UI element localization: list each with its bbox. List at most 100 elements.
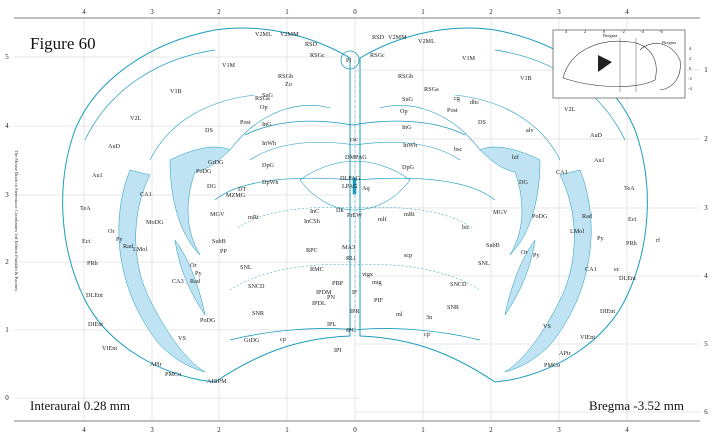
structure-label-right: LMol: [570, 228, 584, 235]
structure-label-center: 3n: [426, 314, 432, 321]
structure-label-right: bsc: [454, 146, 463, 153]
structure-label-center: mRt: [404, 211, 415, 218]
structure-label-left: Rad: [190, 278, 201, 285]
structure-label-center: PN: [327, 294, 335, 301]
inset-bregma-top: Bregma: [603, 33, 617, 38]
inset-top-tick: -6: [659, 29, 663, 34]
structure-label-left: Or: [108, 228, 115, 235]
structure-label-center: csc: [350, 136, 358, 143]
structure-label-left: V1M: [222, 62, 236, 69]
structure-label-center: cp: [280, 336, 286, 343]
inset-top-tick: 2: [584, 29, 586, 34]
structure-label-right: RSGc: [370, 52, 385, 59]
structure-label-left: DS: [205, 127, 213, 134]
structure-label-right: SuG: [402, 96, 414, 103]
structure-label-center: LPAG: [342, 183, 358, 190]
structure-label-right: ec: [614, 266, 620, 273]
structure-label-left: VS: [178, 335, 186, 342]
bottom-tick-label: 3: [557, 426, 561, 434]
figure-title: Figure 60: [30, 34, 96, 53]
structure-label-right: Py: [597, 235, 604, 242]
structure-label-center: ml: [396, 311, 403, 318]
structure-label-right: V2MM: [388, 34, 407, 41]
structure-label-left: SNR: [252, 310, 265, 317]
structure-label-left: Py: [116, 236, 123, 243]
structure-label-left: GrDG: [208, 159, 224, 166]
structure-label-right: AuD: [590, 132, 603, 139]
structure-label-left: MZMG: [226, 192, 246, 199]
axis-frame: [14, 17, 700, 422]
structure-label-right: InG: [402, 124, 412, 131]
left-tick-label: 0: [5, 394, 9, 402]
structure-label-left: SubB: [212, 238, 226, 245]
structure-label-right: bic: [462, 224, 470, 231]
structure-label-right: DS: [478, 119, 486, 126]
structure-label-center: IPC: [346, 327, 356, 334]
bottom-tick-label: 1: [421, 426, 425, 434]
structure-label-left: DpG: [262, 162, 275, 169]
structure-label-right: DG: [519, 179, 528, 186]
structure-label-right: InWh: [403, 142, 418, 149]
structure-label-left: PoDG: [196, 168, 212, 175]
structure-label-center: Pi: [346, 57, 351, 64]
top-tick-label: 2: [217, 8, 221, 16]
inset-bregma-right: Bregma: [662, 40, 676, 45]
structure-label-center: IPR: [350, 308, 361, 315]
structure-label-right: RSGb: [398, 73, 413, 80]
bregma-coordinate: Bregma -3.52 mm: [589, 398, 684, 413]
structure-label-left: LMol: [133, 246, 147, 253]
structure-label-left: Zo: [285, 81, 292, 88]
structure-label-center: IF: [352, 289, 358, 296]
structure-label-right: SNR: [447, 304, 460, 311]
credit-line: The Mouse Brain in Stereotaxic Coordinat…: [10, 150, 22, 320]
structure-label-center: Aq: [362, 185, 370, 192]
structure-label-right: PoDG: [532, 213, 548, 220]
top-tick-label: 1: [285, 8, 289, 16]
credit-text: The Mouse Brain in Stereotaxic Coordinat…: [14, 150, 19, 292]
structure-label-right: Op: [400, 108, 408, 115]
structure-label-right: V2ML: [418, 38, 435, 45]
structure-label-center: mlf: [378, 216, 388, 223]
structure-label-right: SNCD: [450, 281, 467, 288]
right-tick-label: 1: [704, 66, 708, 74]
structure-label-left: V2L: [130, 115, 142, 122]
inset-right-tick: 4: [689, 46, 692, 51]
structure-label-left: Or: [190, 262, 197, 269]
structure-label-left: V2ML: [255, 31, 272, 38]
bottom-tick-label: 4: [625, 426, 629, 434]
inset-right-tick: 2: [689, 56, 691, 61]
inset-top-tick: 0: [603, 29, 606, 34]
right-tick-label: 2: [704, 135, 708, 143]
right-tick-label: 6: [704, 408, 708, 416]
structure-label-left: Op: [260, 104, 268, 111]
structure-label-left: InG: [262, 121, 272, 128]
structure-label-right: V2L: [564, 106, 576, 113]
structure-label-left: MGV: [210, 211, 225, 218]
structure-label-center: IPDL: [312, 300, 326, 307]
structure-label-right: hif: [512, 154, 520, 161]
structure-label-left: DpWh: [262, 179, 279, 186]
structure-label-center: InC: [310, 208, 319, 215]
structure-label-right: SubB: [486, 242, 500, 249]
structure-label-left: PoDG: [200, 317, 216, 324]
structure-label-left: V2MM: [280, 31, 299, 38]
inset-right-tick: -4: [688, 86, 692, 91]
structure-label-right: Py: [533, 252, 540, 259]
hippocampus-fills: [118, 146, 592, 373]
top-tick-label: 0: [353, 8, 357, 16]
structure-label-center: MA3: [342, 244, 355, 251]
structure-label-right: CA1: [556, 169, 568, 176]
structure-label-right: MGV: [493, 209, 508, 216]
structure-label-right: PRh: [626, 240, 638, 247]
inset-top-tick: 4: [565, 29, 568, 34]
structure-label-left: SNCD: [248, 283, 265, 290]
structure-label-right: Post: [447, 107, 458, 114]
structure-label-left: DT: [238, 186, 246, 193]
structure-label-left: APir: [150, 361, 162, 368]
interaural-coordinate: Interaural 0.28 mm: [30, 398, 130, 413]
structure-label-center: IPDM: [316, 289, 332, 296]
structure-label-left: Rad: [123, 243, 134, 250]
